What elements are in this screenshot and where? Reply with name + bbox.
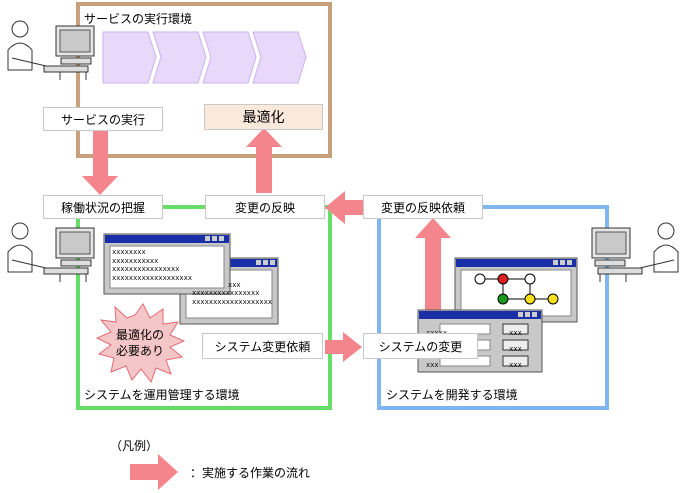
service-environment-title: サービスの実行環境	[84, 12, 193, 26]
process-step-4	[252, 31, 307, 84]
window-text-line: xxx	[228, 280, 241, 289]
form-field-text: xxx	[426, 361, 439, 369]
process-step-3	[202, 31, 257, 84]
button-text: xxx	[509, 329, 522, 337]
button-text: xxx	[509, 345, 522, 353]
flow-arrow-down-1	[82, 130, 118, 195]
window-text-line: xxxxxxxx	[112, 248, 146, 256]
development-environment-title: システムを開発する環境	[386, 388, 518, 402]
window-text-line: xxxxxxxxxxx	[112, 256, 159, 265]
service-execution-label: サービスの実行	[43, 107, 163, 131]
user-at-terminal-icon	[591, 222, 679, 282]
window-text-line: xxxxxxxxxxxxxxxx	[192, 289, 260, 297]
change-reflection-request-label: 変更の反映依頼	[363, 195, 483, 219]
window-text-line: xxxxxxxxxxxxxxxxxxx	[112, 273, 193, 282]
flow-arrow-left-1	[325, 191, 363, 224]
legend-arrow	[130, 454, 178, 490]
user-at-terminal-icon	[7, 222, 95, 282]
ops-window-1-text: xxxxxxxx xxxxxxxxxxx xxxxxxxxxxxxxxxx xx…	[112, 248, 224, 282]
dev-buttons-text: xxx xxx xxx	[503, 325, 528, 373]
starburst-shape	[95, 303, 186, 384]
flow-arrow-up-1	[246, 128, 282, 193]
flow-arrow-up-2	[415, 218, 451, 335]
window-text-line: xxxxxxxxxxxxxxxx	[112, 265, 180, 273]
system-change-request-label: システム変更依頼	[202, 333, 323, 359]
optimization-label: 最適化	[204, 104, 323, 130]
operations-environment-frame	[76, 205, 332, 410]
starburst-text: 最適化の 必要あり	[105, 327, 175, 359]
process-step-1	[102, 31, 157, 84]
process-step-2	[152, 31, 207, 84]
window-icon	[103, 233, 231, 295]
button-text: xxx	[509, 361, 522, 369]
legend-title: （凡例）	[110, 439, 159, 453]
development-environment-frame	[377, 205, 609, 410]
legend-description: ：実施する作業の流れ	[190, 466, 311, 480]
status-grasp-label: 稼働状況の把握	[43, 195, 163, 219]
operations-environment-title: システムを運用管理する環境	[84, 388, 240, 402]
process-chevrons	[102, 31, 307, 84]
system-change-label: システムの変更	[363, 333, 478, 359]
service-environment-frame	[76, 2, 332, 158]
starburst-line-2: 必要あり	[115, 344, 164, 358]
user-at-terminal-icon	[7, 20, 95, 80]
starburst-line-1: 最適化の	[115, 328, 164, 342]
window-text-line: xxxxxxxxxxxxxxxxxxx	[192, 297, 272, 306]
flow-arrow-right-1	[325, 332, 362, 362]
change-reflection-label: 変更の反映	[205, 195, 325, 219]
